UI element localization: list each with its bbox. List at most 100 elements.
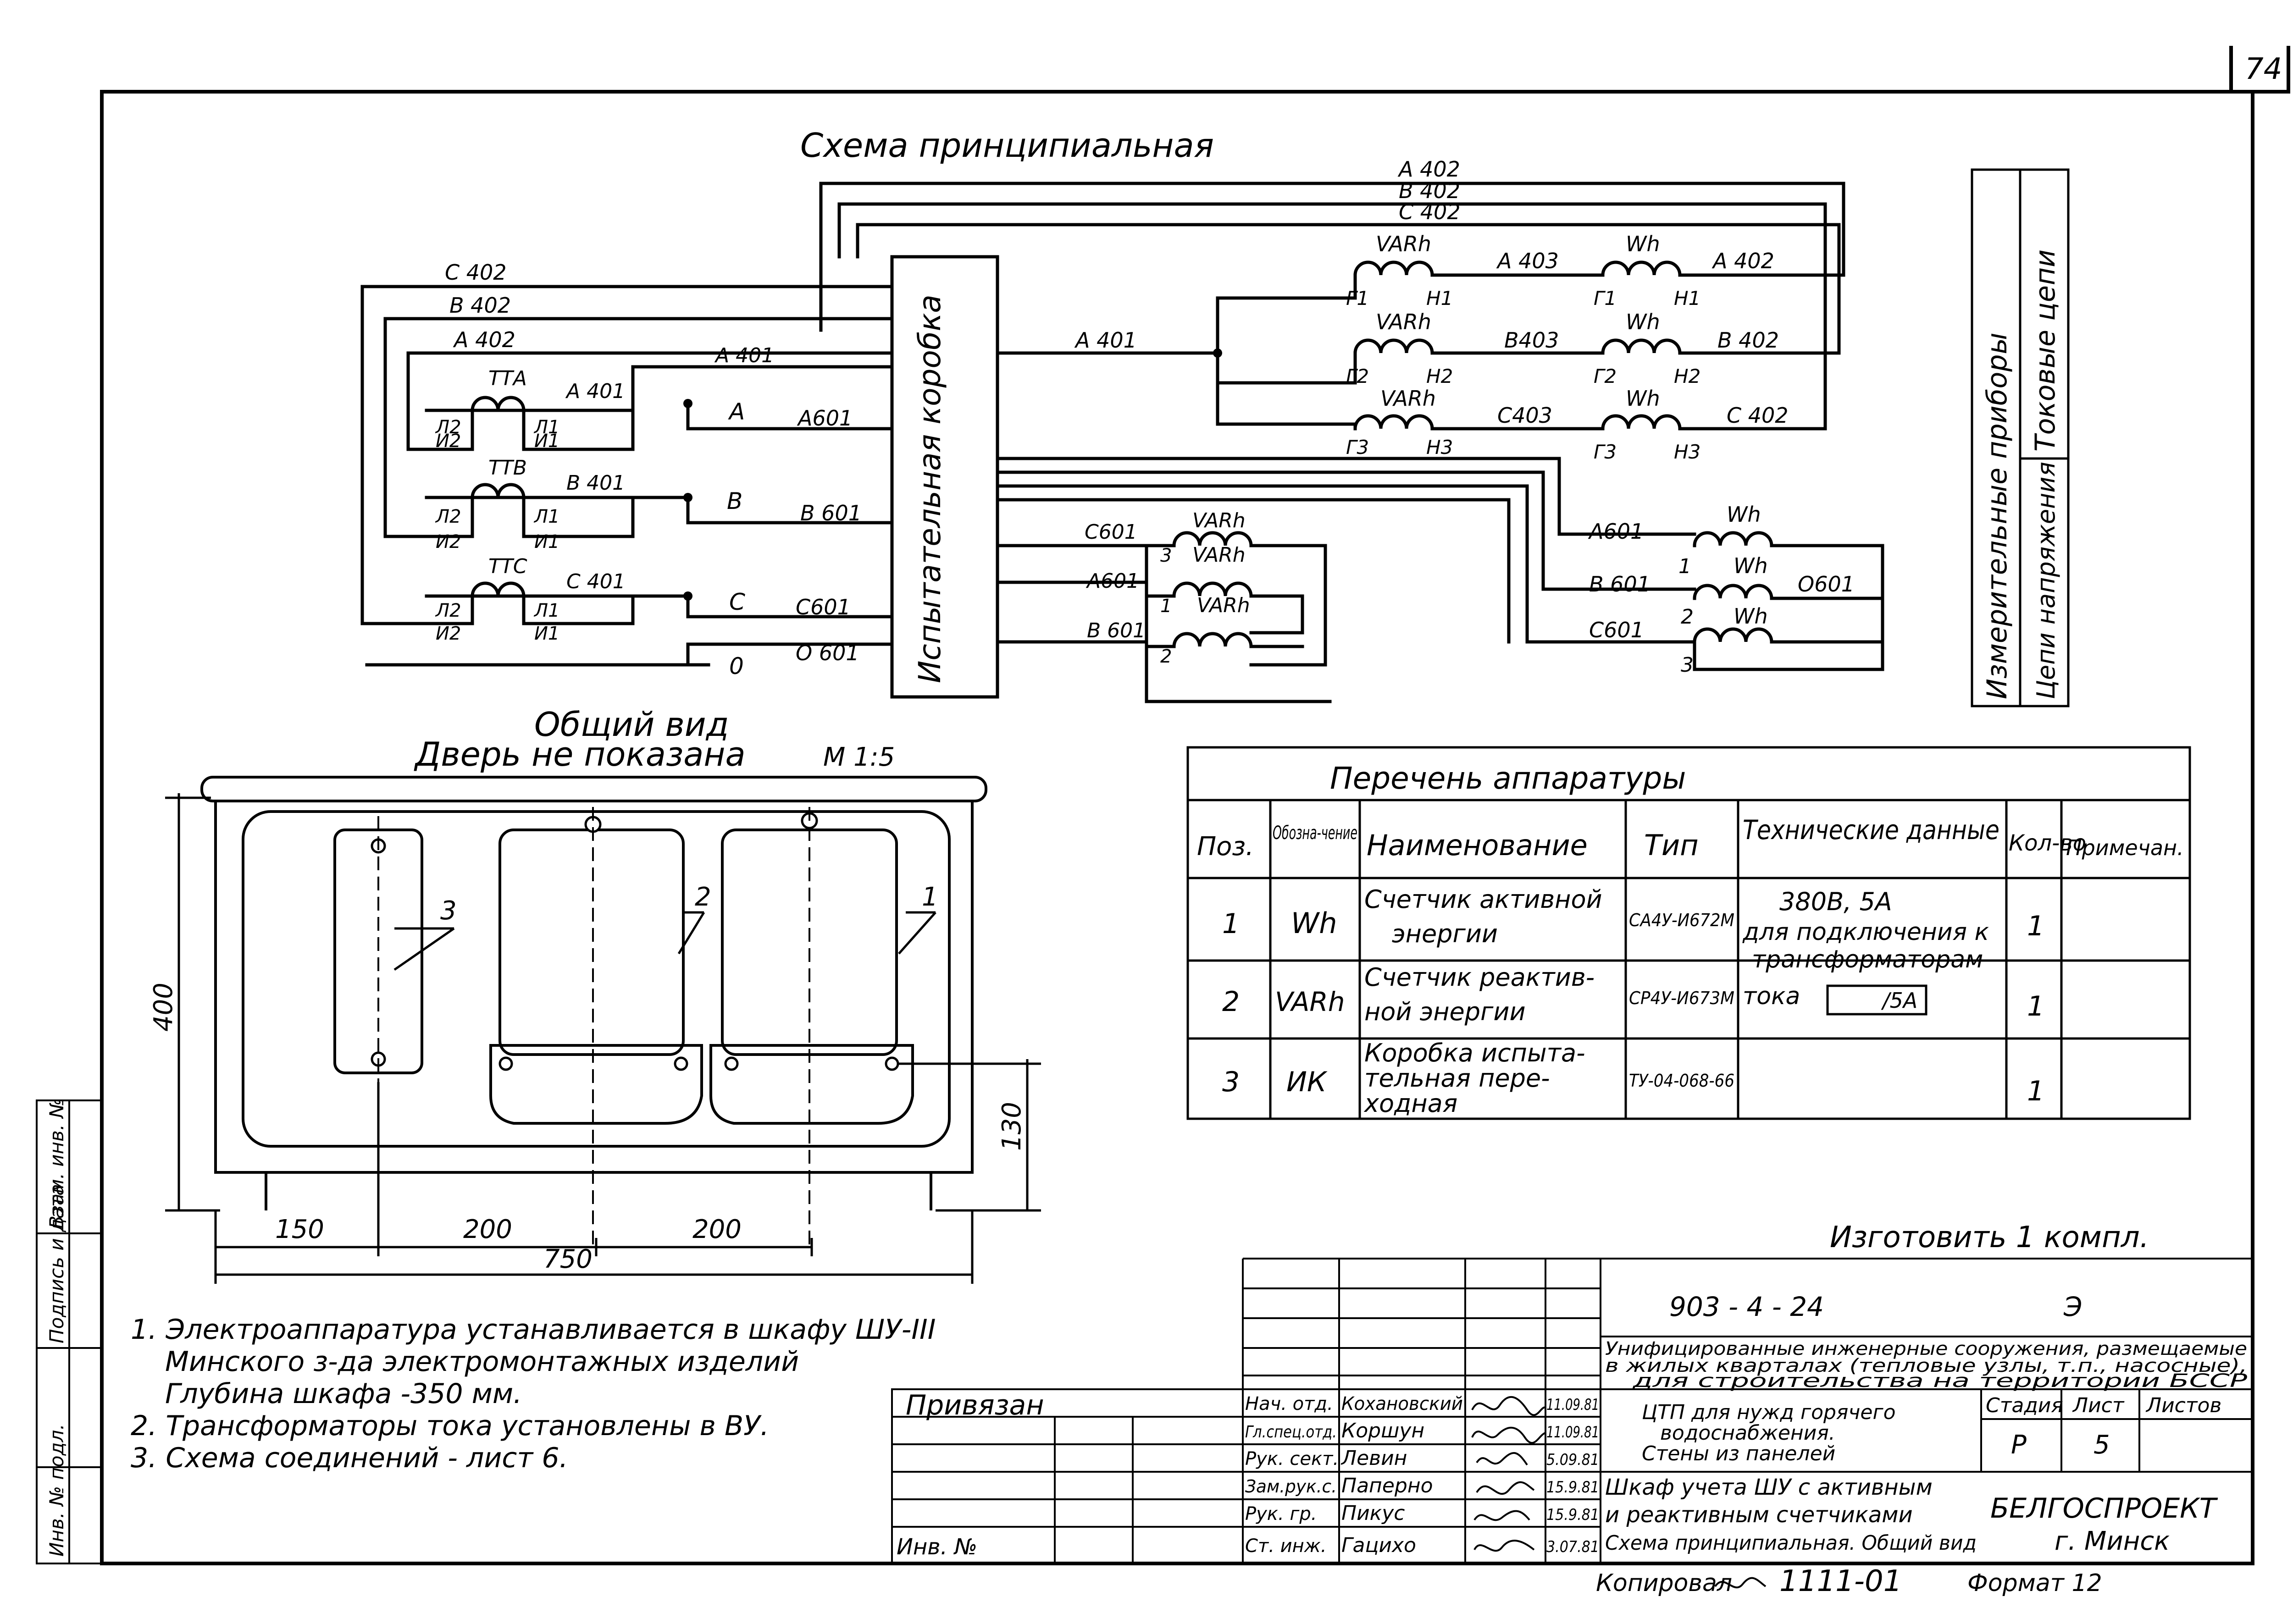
tech-box [1826, 984, 1927, 1016]
legend-measuring: Измерительные приборы [1981, 332, 2013, 699]
org-name: БЕЛГОСПРОЕКТ [1990, 1492, 2218, 1525]
org-city: г. Минск [2055, 1526, 2170, 1556]
varh-n3: Н3 [1426, 436, 1453, 458]
copier-signature [1714, 1577, 1767, 1589]
wh-volt-label-3: Wh [1734, 604, 1768, 629]
varh-volt-label-3: VARh [1197, 594, 1250, 617]
phase-a: A [728, 398, 745, 425]
section-code: Э [2063, 1291, 2083, 1322]
label-b402-left: B 402 [449, 293, 511, 318]
callout-3: 3 [440, 896, 457, 926]
varh-label-1: VARh [1376, 232, 1431, 256]
wh-n1: Н1 [1674, 287, 1700, 309]
volt-a [996, 457, 1696, 536]
staff-name-2: Коршун [1341, 1419, 1424, 1442]
row1-name-1: Счетчик активной [1364, 885, 1602, 914]
note-2: 2. Трансформаторы тока установлены в ВУ. [131, 1410, 769, 1442]
wh-neutral [1693, 544, 1884, 671]
view-subtitle: Дверь не показана [414, 735, 746, 773]
tech-line-1: 380В, 5А [1779, 887, 1892, 916]
varh-volt-label-1: VARh [1192, 509, 1246, 532]
varh-volt-num-2: 2 [1160, 646, 1172, 667]
margin-inv: Инв. № подл. [45, 1424, 68, 1557]
margin-sign: Подпись и дата [45, 1184, 68, 1343]
label-c403: C403 [1497, 403, 1552, 428]
ct-b-u2: И2 [436, 531, 461, 552]
wh-label-1: Wh [1626, 232, 1660, 256]
ct-a-u1: И1 [534, 431, 559, 452]
inv-label: Инв. № [897, 1534, 977, 1560]
varh-label-3: VARh [1380, 386, 1436, 411]
varh-label-2: VARh [1376, 309, 1431, 334]
cur-c-in [1216, 381, 1357, 426]
label-o601-left: O 601 [796, 641, 859, 665]
varh-n2: Н2 [1426, 365, 1453, 387]
staff-name-4: Паперно [1341, 1474, 1433, 1497]
dim-750: 750 [543, 1244, 593, 1274]
varh-n1: Н1 [1426, 287, 1453, 309]
ct-c-u1: И1 [534, 623, 559, 644]
label-a403: A 403 [1496, 249, 1559, 273]
label-c601-varh: C601 [1085, 520, 1137, 544]
cabinet-top [200, 776, 987, 802]
cur-a-in [996, 296, 1357, 355]
dim-200-b: 200 [692, 1215, 742, 1244]
ct-b-u1: И1 [534, 531, 559, 552]
varh-volt-num-1: 1 [1160, 596, 1172, 617]
label-a402-right: A 402 [1711, 249, 1774, 273]
bus-c402 [856, 223, 1841, 259]
cabinet-panel [242, 810, 951, 1148]
staff-role-3: Рук. сект. [1245, 1448, 1339, 1469]
ct-c-l1: Л1 [533, 600, 560, 621]
ct-b-l1: Л1 [533, 506, 560, 527]
note-1b: Минского з-да электромонтажных изделий [165, 1346, 799, 1378]
sheet-number: 74 [2245, 52, 2282, 86]
device-2-base [489, 1044, 703, 1125]
make-note: Изготовить 1 компл. [1830, 1221, 2149, 1254]
table-title: Перечень аппаратуры [1330, 761, 1686, 796]
label-c601-left: C601 [796, 595, 851, 619]
ct-a-l2: Л2 [435, 417, 461, 438]
ct-a-wire: A 401 [565, 380, 625, 403]
sheet-number-frame-top [2231, 46, 2290, 94]
cur-b-in [1216, 351, 1357, 385]
wh-n2: Н2 [1674, 365, 1700, 387]
sheet-desc-1: Шкаф учета ШУ с активным [1605, 1475, 1933, 1500]
ct-c-sec-l [360, 594, 474, 625]
view-title: Общий вид [534, 705, 729, 744]
row1-name-2: энергии [1392, 919, 1498, 948]
row3-name-3: ходная [1363, 1089, 1457, 1118]
ct-a-name: ТТА [488, 367, 527, 390]
sheet-desc-2: и реактивным счетчиками [1605, 1502, 1913, 1528]
label-b402-right: B 402 [1717, 328, 1779, 353]
sheet-value: 5 [2094, 1430, 2110, 1460]
row2-pos: 2 [1222, 986, 1240, 1018]
bus-c402-left [360, 285, 894, 625]
varh-volt-label-2: VARh [1192, 543, 1246, 567]
ct-b-coil [471, 483, 526, 499]
label-a601-right: A601 [1588, 519, 1644, 544]
wh-volt-coil-1 [1693, 531, 1773, 547]
ct-c-sec-r [522, 594, 635, 625]
staff-role-5: Рук. гр. [1245, 1503, 1317, 1525]
note-1c: Глубина шкафа -350 мм. [165, 1378, 522, 1410]
col-note: Примечан. [2066, 835, 2184, 860]
tech-box-text: /5А [1881, 988, 1917, 1013]
legend-current: Токовые цепи [2029, 249, 2061, 452]
signatures [1471, 1396, 1546, 1552]
row2-designation: VARh [1275, 986, 1345, 1017]
phase-c: C [729, 589, 745, 615]
callout-2: 2 [695, 882, 711, 912]
wh-num-1: 1 [1678, 555, 1691, 578]
row1-pos: 1 [1222, 908, 1240, 940]
wh-num-3: 3 [1681, 653, 1694, 677]
sheets-header: Листов [2145, 1394, 2221, 1417]
dim-height: 400 [149, 983, 178, 1032]
bus-a402 [819, 182, 1845, 332]
row3-pos: 3 [1222, 1066, 1240, 1098]
wh-volt-coil-3 [1693, 627, 1773, 644]
label-b601-right: B 601 [1589, 572, 1651, 597]
device-2-box [498, 829, 685, 1056]
row2-name-2: ной энергии [1364, 997, 1526, 1026]
